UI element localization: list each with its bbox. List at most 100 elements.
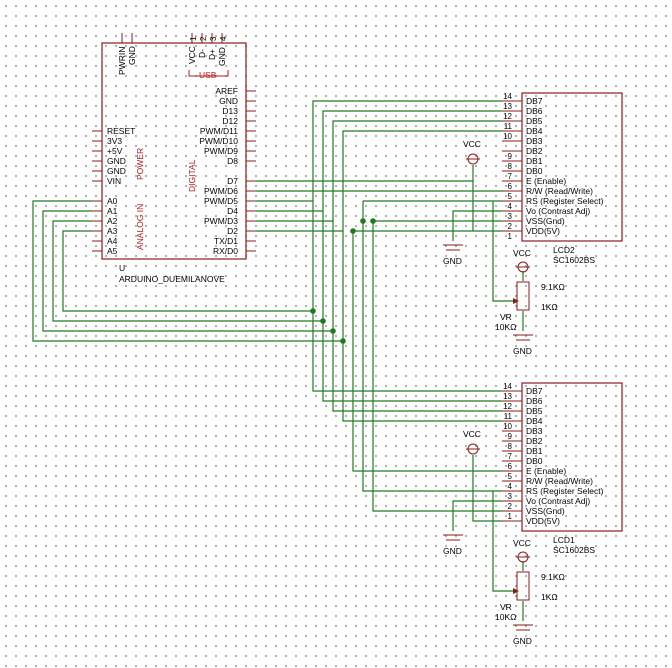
lcd1-part: SC1602BS — [553, 545, 595, 555]
pin-label-d4: D4 — [227, 206, 238, 216]
lcd2-pin-db6: DB6 — [526, 106, 543, 116]
lcd1-pin-db2: DB2 — [526, 436, 543, 446]
gnd-symbol-lcd2: GND — [443, 244, 463, 266]
usb-pin-number: 3 — [209, 36, 218, 41]
pin-label-d13: D13 — [222, 106, 238, 116]
resistor-bottom-value: 1KΩ — [541, 302, 558, 312]
resistor-top-value: 9.1KΩ — [541, 572, 565, 582]
arduino-ref: U — [119, 263, 125, 273]
lcd1-pin-db4: DB4 — [526, 416, 543, 426]
pin-label-vcc: VCC — [187, 46, 197, 64]
pot-value: 10KΩ — [495, 322, 516, 332]
lcd2-pin-number: 4 — [508, 202, 513, 211]
lcd2-pin-number: 8 — [508, 162, 513, 171]
lcd2-pin-db0: DB0 — [526, 166, 543, 176]
lcd1-pin-rs: RS (Register Select) — [526, 486, 604, 496]
pin-label-a2: A2 — [107, 216, 118, 226]
lcd1-pin-number: 12 — [503, 402, 512, 411]
wiper-arrow-icon — [513, 588, 519, 594]
lcd2-pin-number: 10 — [503, 132, 512, 141]
pin-label-5v: +5V — [107, 146, 123, 156]
gnd-symbol-lcd1: GND — [443, 534, 463, 556]
pin-label-d3: PWM/D3 — [204, 216, 238, 226]
lcd2-pin-db5: DB5 — [526, 116, 543, 126]
lcd1-pin-number: 10 — [503, 422, 512, 431]
lcd2-pin-db1: DB1 — [526, 156, 543, 166]
pin-label-a3: A3 — [107, 226, 118, 236]
junction-dot — [360, 218, 366, 224]
pin-label-gnd-2: GND — [107, 166, 126, 176]
power-group-label: POWER — [135, 148, 145, 180]
lcd2-pin-db3: DB3 — [526, 136, 543, 146]
gnd-label: GND — [443, 546, 462, 556]
pin-label-a5: A5 — [107, 246, 118, 256]
pin-label-aref: AREF — [215, 86, 238, 96]
pin-label-d12: D12 — [222, 116, 238, 126]
lcd2-pin-number: 3 — [508, 212, 513, 221]
lcd1-pin-db3: DB3 — [526, 426, 543, 436]
pin-label-d1: TX/D1 — [214, 236, 238, 246]
lcd1-pin-enable: E (Enable) — [526, 466, 566, 476]
pin-label-d7: D7 — [227, 176, 238, 186]
pin-label-d-plus: D+ — [207, 49, 217, 60]
pin-label-d11: PWM/D11 — [200, 126, 238, 136]
vcc-label: VCC — [463, 429, 481, 439]
pin-label-d0: RX/D0 — [213, 246, 238, 256]
lcd2-pin-numbers: 14 13 12 11 10 9 8 7 6 5 4 3 2 1 — [503, 92, 512, 241]
pin-label-d-minus: D- — [197, 49, 207, 58]
lcd2-ref: LCD2 — [553, 245, 575, 255]
gnd-label: GND — [513, 346, 532, 356]
lcd1-pin-db1: DB1 — [526, 446, 543, 456]
analog-group-label: ANALOG IN — [135, 204, 145, 250]
pin-label-a0: A0 — [107, 196, 118, 206]
pin-label-gnd-1: GND — [107, 156, 126, 166]
lcd1-pin-number: 2 — [508, 502, 513, 511]
lcd2-pin-number: 9 — [508, 152, 513, 161]
junction-dot — [370, 218, 376, 224]
lcd1-pin-number: 11 — [504, 412, 513, 421]
lcd1-pin-stubs — [502, 390, 522, 522]
lcd1-pin-db6: DB6 — [526, 396, 543, 406]
lcd1-pin-db0: DB0 — [526, 456, 543, 466]
lcd2-pin-db7: DB7 — [526, 96, 543, 106]
pin-label-d10: PWM/D10 — [199, 136, 238, 146]
junctions — [310, 218, 376, 344]
junction-dot — [340, 338, 346, 344]
lcd2-pin-rs: RS (Register Select) — [526, 196, 604, 206]
junction-dot — [310, 308, 316, 314]
lcd1-pin-number: 14 — [503, 382, 512, 391]
pin-label-3v3: 3V3 — [107, 136, 122, 146]
arduino-name: ARDUINO_DUEMILANOVE — [119, 274, 225, 284]
pin-label-gnd-top: GND — [127, 46, 137, 65]
gnd-label: GND — [513, 636, 532, 646]
usb-label: USB — [199, 70, 217, 80]
pot-ref: VR — [500, 602, 512, 612]
wires — [32, 100, 524, 621]
left-pin-stubs — [92, 130, 102, 252]
junction-dot — [350, 228, 356, 234]
pin-label-pwrin: PWRIN — [117, 47, 127, 75]
lcd2-body — [521, 92, 623, 242]
lcd1-pin-number: 13 — [503, 392, 512, 401]
lcd2-pin-stubs — [502, 100, 522, 232]
lcd2-pin-vss: VSS(Gnd) — [526, 216, 565, 226]
vcc-label: VCC — [463, 139, 481, 149]
lcd1-pin-vss: VSS(Gnd) — [526, 506, 565, 516]
lcd1-pin-number: 8 — [508, 442, 513, 451]
vcc-label: VCC — [513, 248, 531, 258]
lcd1-pin-labels: DB7 DB6 DB5 DB4 DB3 DB2 DB1 DB0 E (Enabl… — [526, 386, 604, 526]
pin-label-gnd-usb: GND — [217, 47, 227, 66]
lcd1-pin-vdd: VDD(5V) — [526, 516, 560, 526]
lcd2-pin-enable: E (Enable) — [526, 176, 566, 186]
lcd2-symbol: DB7 DB6 DB5 DB4 DB3 DB2 DB1 DB0 E (Enabl… — [502, 92, 623, 265]
pin-label-a4: A4 — [107, 236, 118, 246]
lcd1-pin-number: 6 — [508, 462, 513, 471]
lcd2-pin-rw: R/W (Read/Write) — [526, 186, 593, 196]
pin-label-d5: PWM/D5 — [204, 196, 238, 206]
vcc-label: VCC — [513, 538, 531, 548]
lcd1-symbol: DB7 DB6 DB5 DB4 DB3 DB2 DB1 DB0 E (Enabl… — [502, 382, 623, 555]
lcd2-pin-db2: DB2 — [526, 146, 543, 156]
pin-label-vin: VIN — [107, 176, 121, 186]
gnd-label: GND — [443, 256, 462, 266]
digital-group-label: DIGITAL — [187, 159, 197, 192]
